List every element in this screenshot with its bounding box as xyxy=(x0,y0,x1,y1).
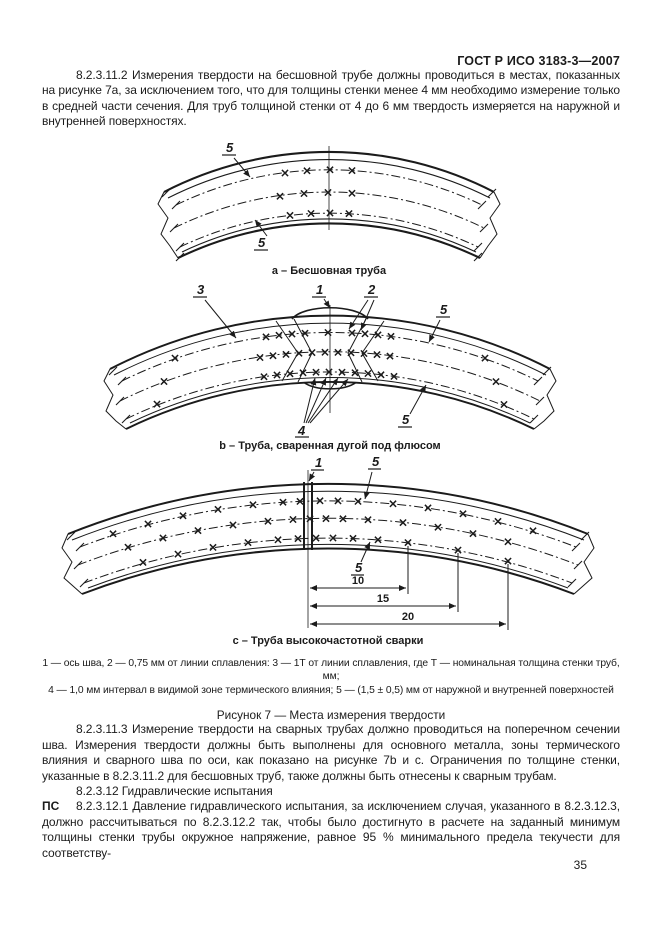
pipe-outline xyxy=(61,482,595,595)
label-5-right-upper: 5 xyxy=(440,302,448,317)
position-labels: 1 5 5 xyxy=(308,454,381,576)
weld-zone xyxy=(275,304,385,413)
label-5-top: 5 xyxy=(372,454,380,469)
footnote-line-2: 4 — 1,0 мм интервал в видимой зоне терми… xyxy=(48,684,614,696)
figure-7: 5 5 а – Бесшовная труба xyxy=(42,138,620,723)
hardness-marks xyxy=(109,496,537,566)
label-3: 3 xyxy=(197,282,205,297)
ps-marker: ПС xyxy=(42,799,60,814)
page-content: ГОСТ Р ИСО 3183-3—2007 8.2.3.11.2 Измере… xyxy=(42,54,620,861)
figure-7a-drawing: 5 5 xyxy=(157,140,501,262)
footnote-line-1: 1 — ось шва, 2 — 0,75 мм от линии сплавл… xyxy=(42,657,620,683)
figure-7-footnote: 1 — ось шва, 2 — 0,75 мм от линии сплавл… xyxy=(42,657,620,698)
dimension-15-value: 15 xyxy=(377,593,389,605)
position-labels: 3 1 2 4 5 xyxy=(193,282,450,438)
figure-7b: 3 1 2 4 5 xyxy=(100,281,560,452)
label-5-outer: 5 xyxy=(226,140,234,155)
figure-7a-caption: а – Бесшовная труба xyxy=(271,264,387,277)
para-8-2-3-12-1: 8.2.3.12.1 Давление гидравлического испы… xyxy=(42,799,620,860)
label-4: 4 xyxy=(297,423,306,438)
figure-7c: 1 5 5 xyxy=(58,454,598,647)
dimension-20-value: 20 xyxy=(402,611,414,623)
dimension-lines xyxy=(310,545,509,630)
para-8-2-3-12-1-wrap: ПС 8.2.3.12.1 Давление гидравлического и… xyxy=(42,799,620,861)
label-5-right-lower: 5 xyxy=(402,412,410,427)
pipe-outline xyxy=(157,145,501,259)
doc-code: ГОСТ Р ИСО 3183-3—2007 xyxy=(457,54,620,68)
dimension-texts: 10 15 20 xyxy=(352,575,414,623)
label-5-mid: 5 xyxy=(355,560,363,575)
figure-7-title: Рисунок 7 — Места измерения твердости xyxy=(216,708,446,723)
para-8-2-3-11-3: 8.2.3.11.3 Измерение твердости на сварны… xyxy=(42,722,620,783)
label-1: 1 xyxy=(315,455,322,470)
label-2: 2 xyxy=(367,282,376,297)
label-1: 1 xyxy=(316,282,323,297)
figure-7b-caption: b – Труба, сваренная дугой под флюсом xyxy=(219,439,441,452)
position-labels: 5 5 xyxy=(222,140,268,251)
label-5-inner: 5 xyxy=(258,235,266,250)
page-number: 35 xyxy=(573,858,587,872)
para-8-2-3-11-2: 8.2.3.11.2 Измерения твердости на бесшов… xyxy=(42,68,620,129)
heading-8-2-3-12: 8.2.3.12 Гидравлические испытания xyxy=(76,784,273,799)
figure-7a: 5 5 а – Бесшовная труба xyxy=(154,138,504,277)
figure-7b-drawing: 3 1 2 4 5 xyxy=(103,282,557,438)
figure-7c-drawing: 1 5 5 xyxy=(61,454,595,630)
dimension-10-value: 10 xyxy=(352,575,364,587)
figure-7c-caption: с – Труба высокочастотной сварки xyxy=(232,634,424,647)
